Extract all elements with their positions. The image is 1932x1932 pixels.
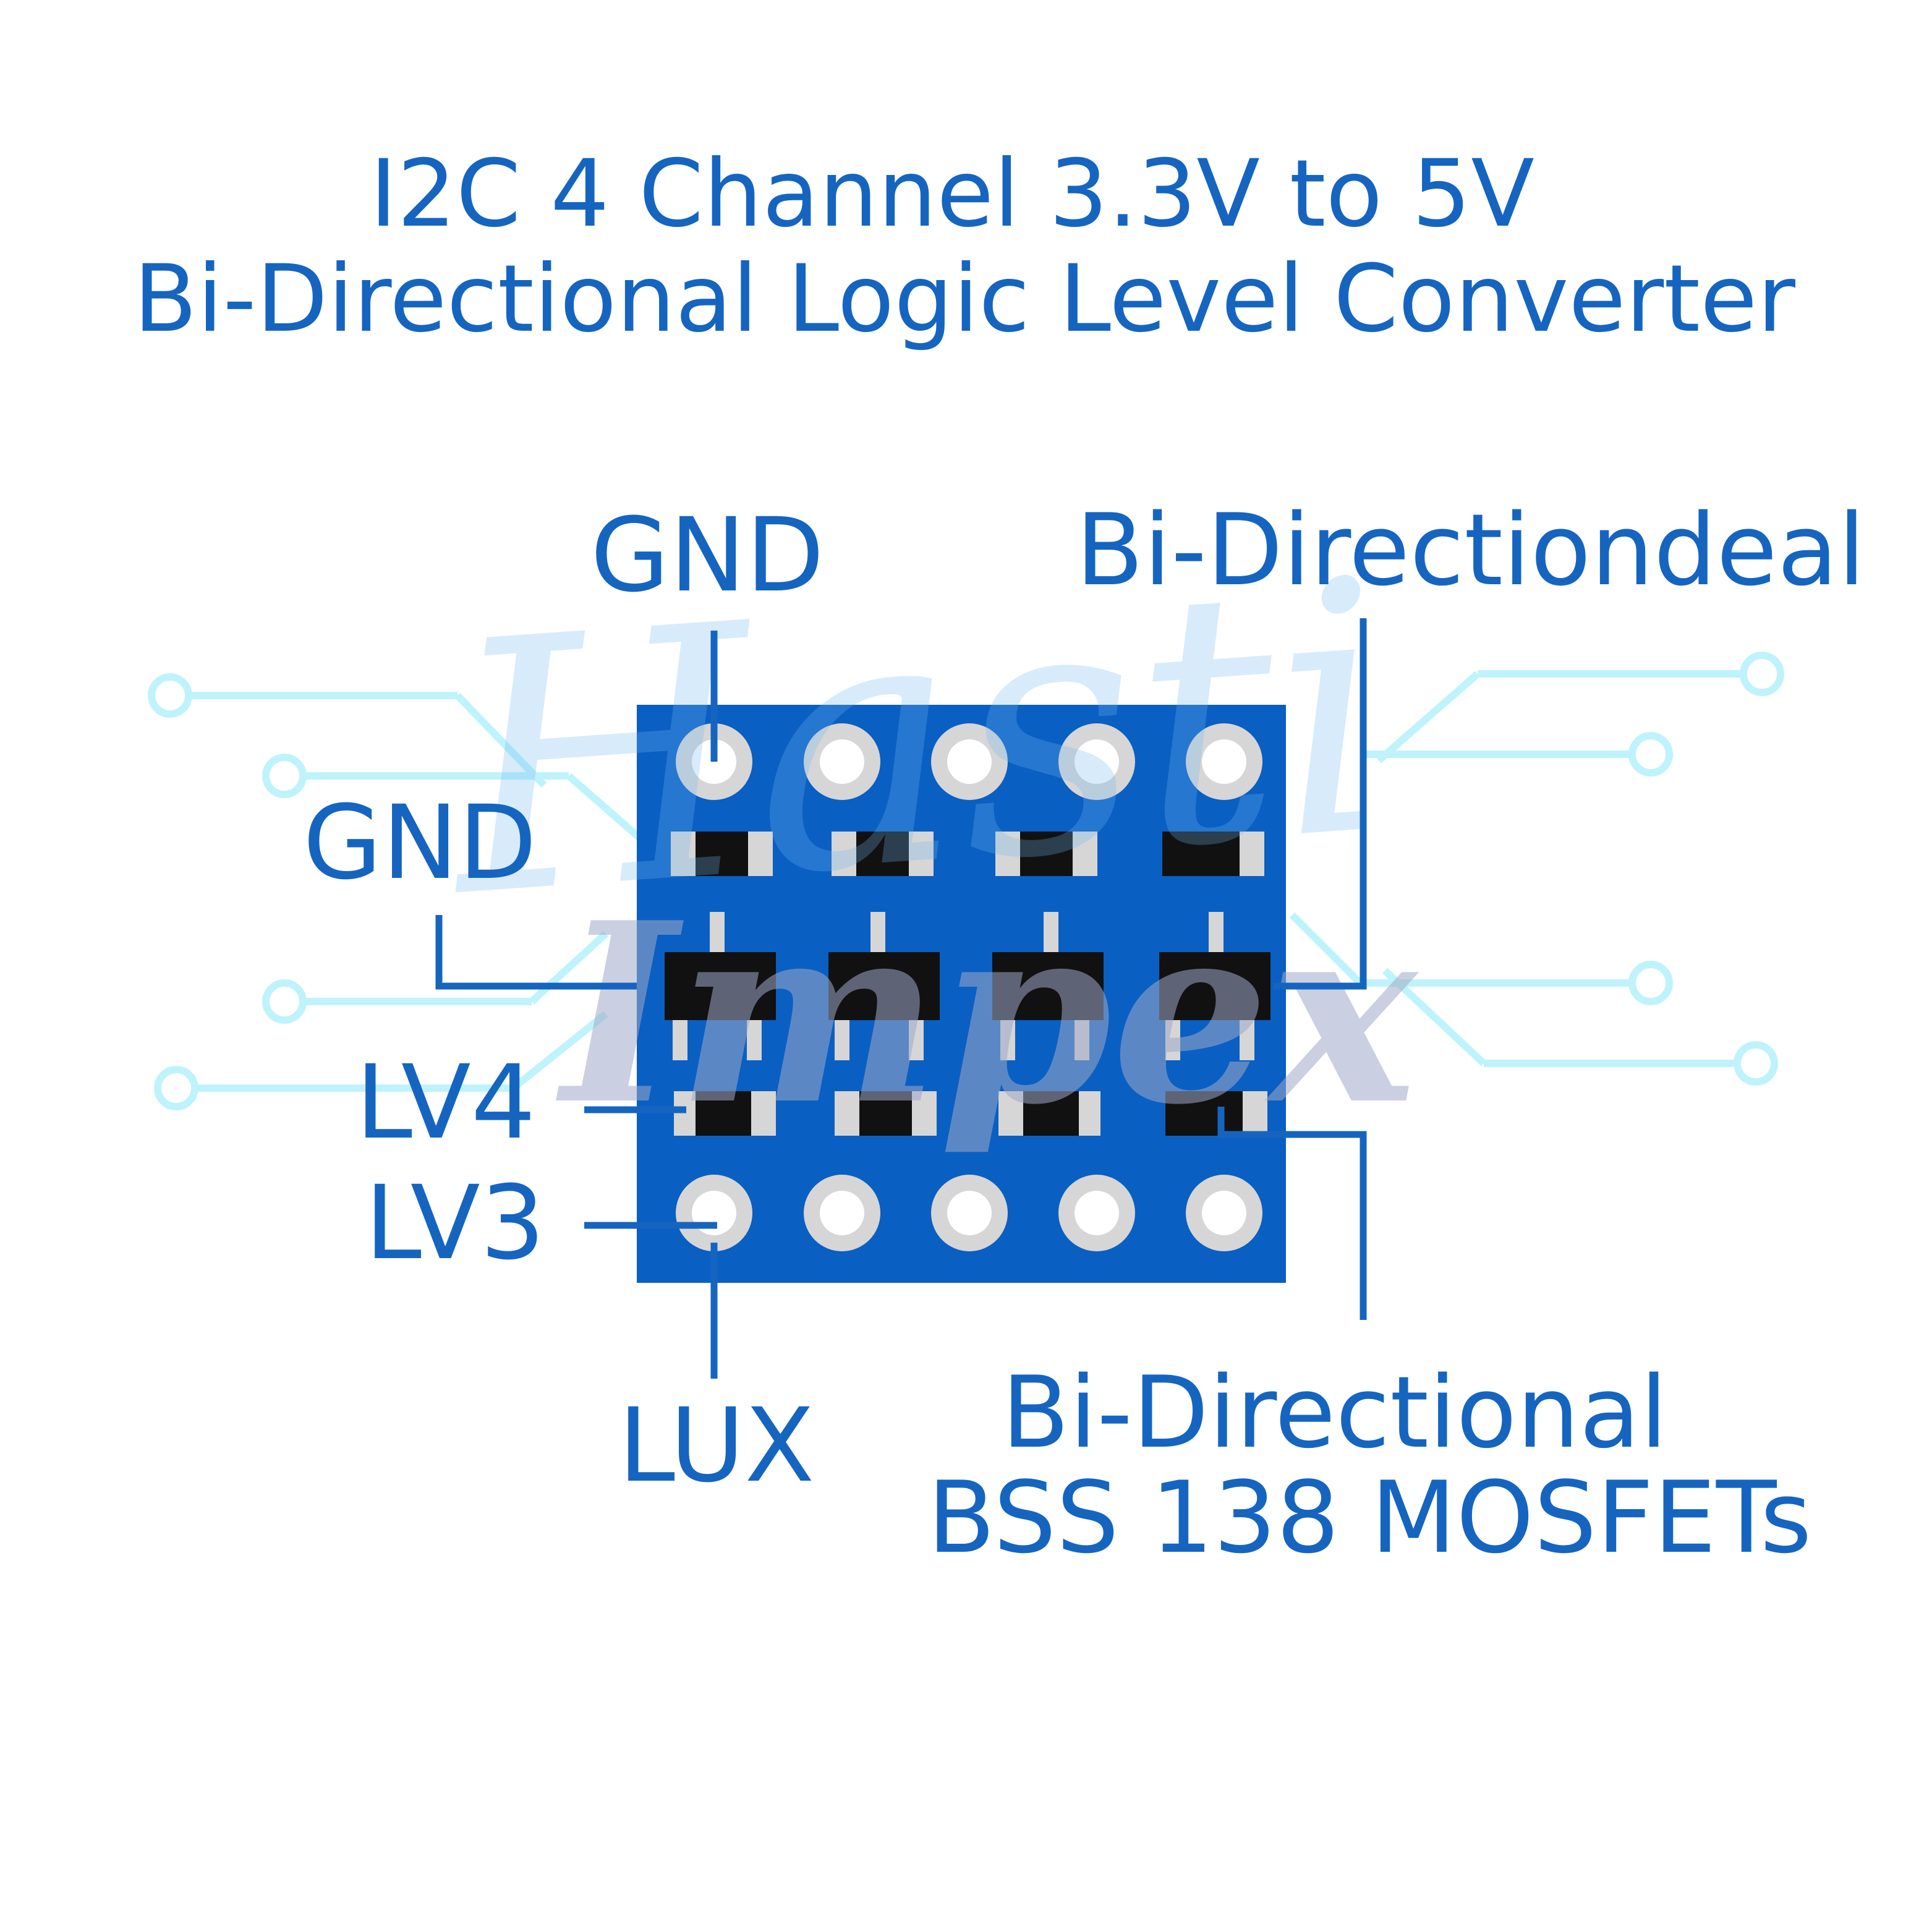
pin-hole: [804, 1175, 880, 1251]
resistor: [1165, 1091, 1267, 1136]
level-converter-board: [637, 705, 1286, 1283]
pin-hole: [676, 1175, 752, 1251]
top-pin-row: [676, 723, 1262, 800]
leader-gnd-left: [435, 915, 637, 990]
title-line-1: I2C 4 Channel 3.3V to 5V: [370, 140, 1534, 248]
right-trace-4: [1382, 968, 1778, 1086]
leader-bidir-top: [1274, 618, 1367, 990]
bottom-resistor-row: [674, 1091, 1267, 1136]
pin-hole: [804, 723, 880, 800]
resistor: [832, 832, 934, 876]
left-trace-2: [262, 754, 645, 844]
leader-lines: [435, 618, 1367, 1379]
label-lux: LUX: [618, 1386, 815, 1505]
pin-hole: [1058, 723, 1135, 800]
label-gnd-left: GND: [303, 783, 537, 902]
leader-bidir-bottom: [1217, 1107, 1367, 1320]
label-lv3: LV3: [365, 1164, 545, 1282]
label-gnd-top: GND: [590, 496, 824, 615]
right-trace-2: [1360, 732, 1673, 777]
top-resistor-row: [671, 832, 1264, 876]
resistor: [998, 1091, 1100, 1136]
resistor: [674, 1091, 776, 1136]
resistor: [1162, 832, 1264, 876]
resistor: [671, 832, 773, 876]
pin-hole: [931, 1175, 1008, 1251]
label-lv4: LV4: [355, 1043, 536, 1162]
watermark-line-1: Hasti: [433, 506, 1400, 974]
watermark: Hasti Impex: [433, 506, 1420, 1159]
bottom-pin-row: [676, 1175, 1262, 1251]
mosfet-row: [665, 912, 1270, 1060]
label-bidir-bottom-line-2: BSS 138 MOSFETs: [927, 1460, 1811, 1575]
title-line-2: Bi-Directional Logic Level Converter: [134, 245, 1795, 353]
left-trace-1: [148, 673, 547, 788]
label-bidir-bottom-line-1: Bi-Directional: [1002, 1355, 1667, 1470]
watermark-line-2: Impex: [554, 869, 1420, 1159]
pin-hole: [931, 723, 1008, 800]
bss138-mosfet: [992, 912, 1104, 1060]
pin-hole: [1186, 723, 1262, 800]
right-trace-3: [1289, 912, 1673, 1005]
bss138-mosfet: [665, 912, 776, 1060]
pin-hole: [1058, 1175, 1135, 1251]
resistor: [995, 832, 1097, 876]
bss138-mosfet: [1159, 912, 1270, 1060]
left-trace-3: [262, 930, 609, 1024]
bss138-mosfet: [828, 912, 940, 1060]
circuit-traces: [148, 652, 1784, 1110]
right-trace-1: [1376, 652, 1784, 764]
pin-hole: [1186, 1175, 1262, 1251]
resistor: [835, 1091, 937, 1136]
label-bidir-top: Bi-Directiondeal: [1076, 492, 1865, 608]
left-trace-4: [154, 1011, 608, 1110]
